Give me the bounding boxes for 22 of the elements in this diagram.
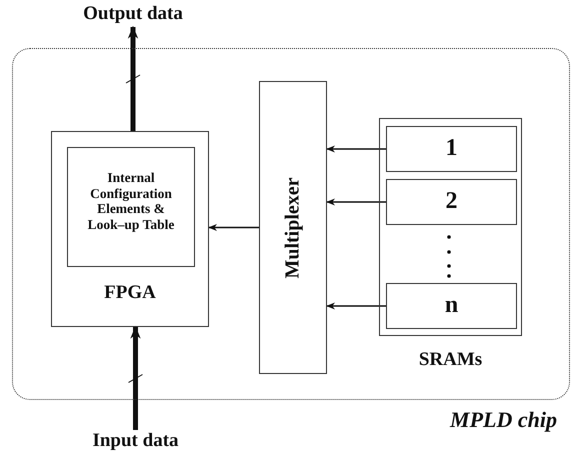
bank-label: SRAMs: [418, 349, 484, 371]
multiplexer-block: [259, 81, 327, 374]
arrow: [130, 326, 141, 430]
fpga-block: [51, 131, 209, 327]
chip-label: MPLD chip: [450, 407, 557, 432]
signal-label: Input data: [91, 430, 180, 452]
lookup-table-box: [67, 147, 195, 267]
sram-cell: [386, 283, 517, 329]
arrow: [326, 145, 386, 153]
arrow: [326, 198, 386, 206]
cell-number: 2: [444, 188, 458, 216]
block-text: Internal Configuration Elements & Look–up Table: [86, 170, 176, 232]
block-label: FPGA: [103, 282, 157, 304]
arrow: [326, 302, 386, 310]
cell-number: 1: [444, 135, 458, 163]
signal-label: Output data: [82, 3, 184, 25]
arrow: [208, 224, 259, 232]
cell-number: n: [444, 292, 460, 320]
arrow: [128, 26, 138, 131]
sram-cell: [386, 179, 517, 225]
block-label: Multiplexer: [282, 176, 304, 278]
sram-cell: [386, 126, 517, 172]
